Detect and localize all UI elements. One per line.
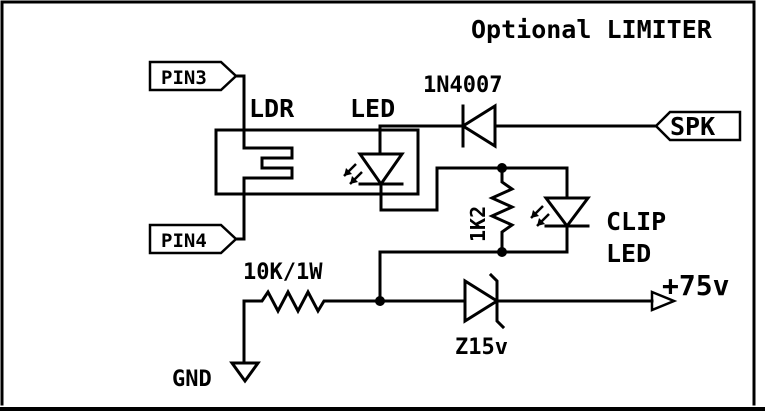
pin4-label: PIN4 <box>161 230 207 252</box>
clip-label-line1: CLIP <box>606 207 666 236</box>
led-label: LED <box>350 94 395 123</box>
zener-diode <box>463 272 654 330</box>
resistor-10k-label: 10K/1W <box>243 260 323 285</box>
clip-label-line2: LED <box>606 239 651 268</box>
internal-led-symbol <box>343 124 439 212</box>
diode-1n4007 <box>378 103 658 149</box>
pin3-label: PIN3 <box>161 67 207 89</box>
clip-led-symbol <box>530 196 591 229</box>
ground-icon <box>229 361 261 384</box>
title: Optional LIMITER <box>471 15 713 44</box>
diode-label: 1N4007 <box>423 73 502 98</box>
zener-label: Z15v <box>455 335 508 360</box>
ldr-symbol <box>260 146 294 180</box>
spk-label: SPK <box>670 112 715 141</box>
resistor-10k <box>242 288 467 365</box>
resistor-1k2-label: 1K2 <box>466 206 490 242</box>
supply-label: +75v <box>662 269 729 302</box>
gnd-label: GND <box>172 367 212 392</box>
spk-port <box>654 110 742 142</box>
supply-arrow-icon <box>650 290 678 312</box>
optocoupler <box>214 74 420 241</box>
ldr-label: LDR <box>249 94 295 123</box>
clip-network <box>378 163 569 303</box>
